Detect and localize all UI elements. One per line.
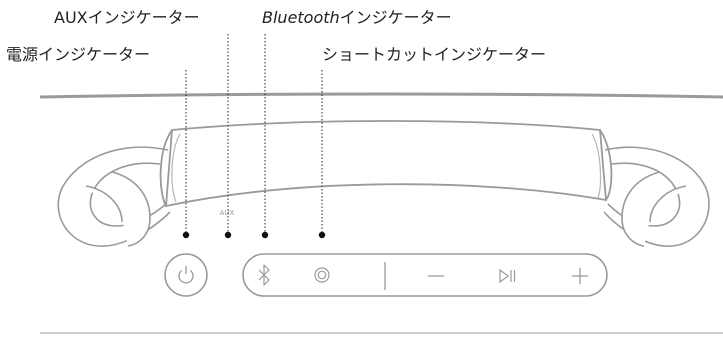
leader-lines — [185, 34, 323, 233]
bluetooth-suffix: インジケーター — [339, 8, 452, 27]
shortcut-icon — [314, 267, 330, 283]
shortcut-indicator-label: ショートカットインジケーター — [322, 45, 547, 64]
bluetooth-icon — [258, 264, 270, 286]
control-panel — [242, 253, 608, 297]
bluetooth-indicator-dot — [261, 231, 269, 239]
aux-marking: AUX — [220, 209, 235, 217]
aux-indicator-label: AUXインジケーター — [54, 8, 200, 27]
power-indicator-dot — [182, 231, 190, 239]
bluetooth-word: Bluetooth — [262, 8, 340, 27]
power-icon — [178, 266, 194, 284]
speaker-top-edge — [39, 92, 723, 99]
shortcut-indicator-dot — [318, 231, 326, 239]
volume-up-button[interactable] — [572, 268, 588, 284]
play-pause-button[interactable] — [499, 268, 516, 284]
plus-icon — [572, 268, 588, 284]
power-button[interactable] — [164, 253, 208, 297]
bluetooth-indicator-label: Bluetoothインジケーター — [262, 8, 452, 28]
aux-indicator-dot — [224, 231, 232, 239]
handle-strap — [159, 120, 613, 208]
shortcut-button[interactable] — [314, 267, 330, 283]
play-pause-icon — [499, 268, 516, 284]
bluetooth-button[interactable] — [258, 264, 270, 286]
left-handle-loop — [57, 146, 171, 247]
power-indicator-label: 電源インジケーター — [6, 45, 151, 64]
right-handle-loop — [603, 146, 710, 247]
